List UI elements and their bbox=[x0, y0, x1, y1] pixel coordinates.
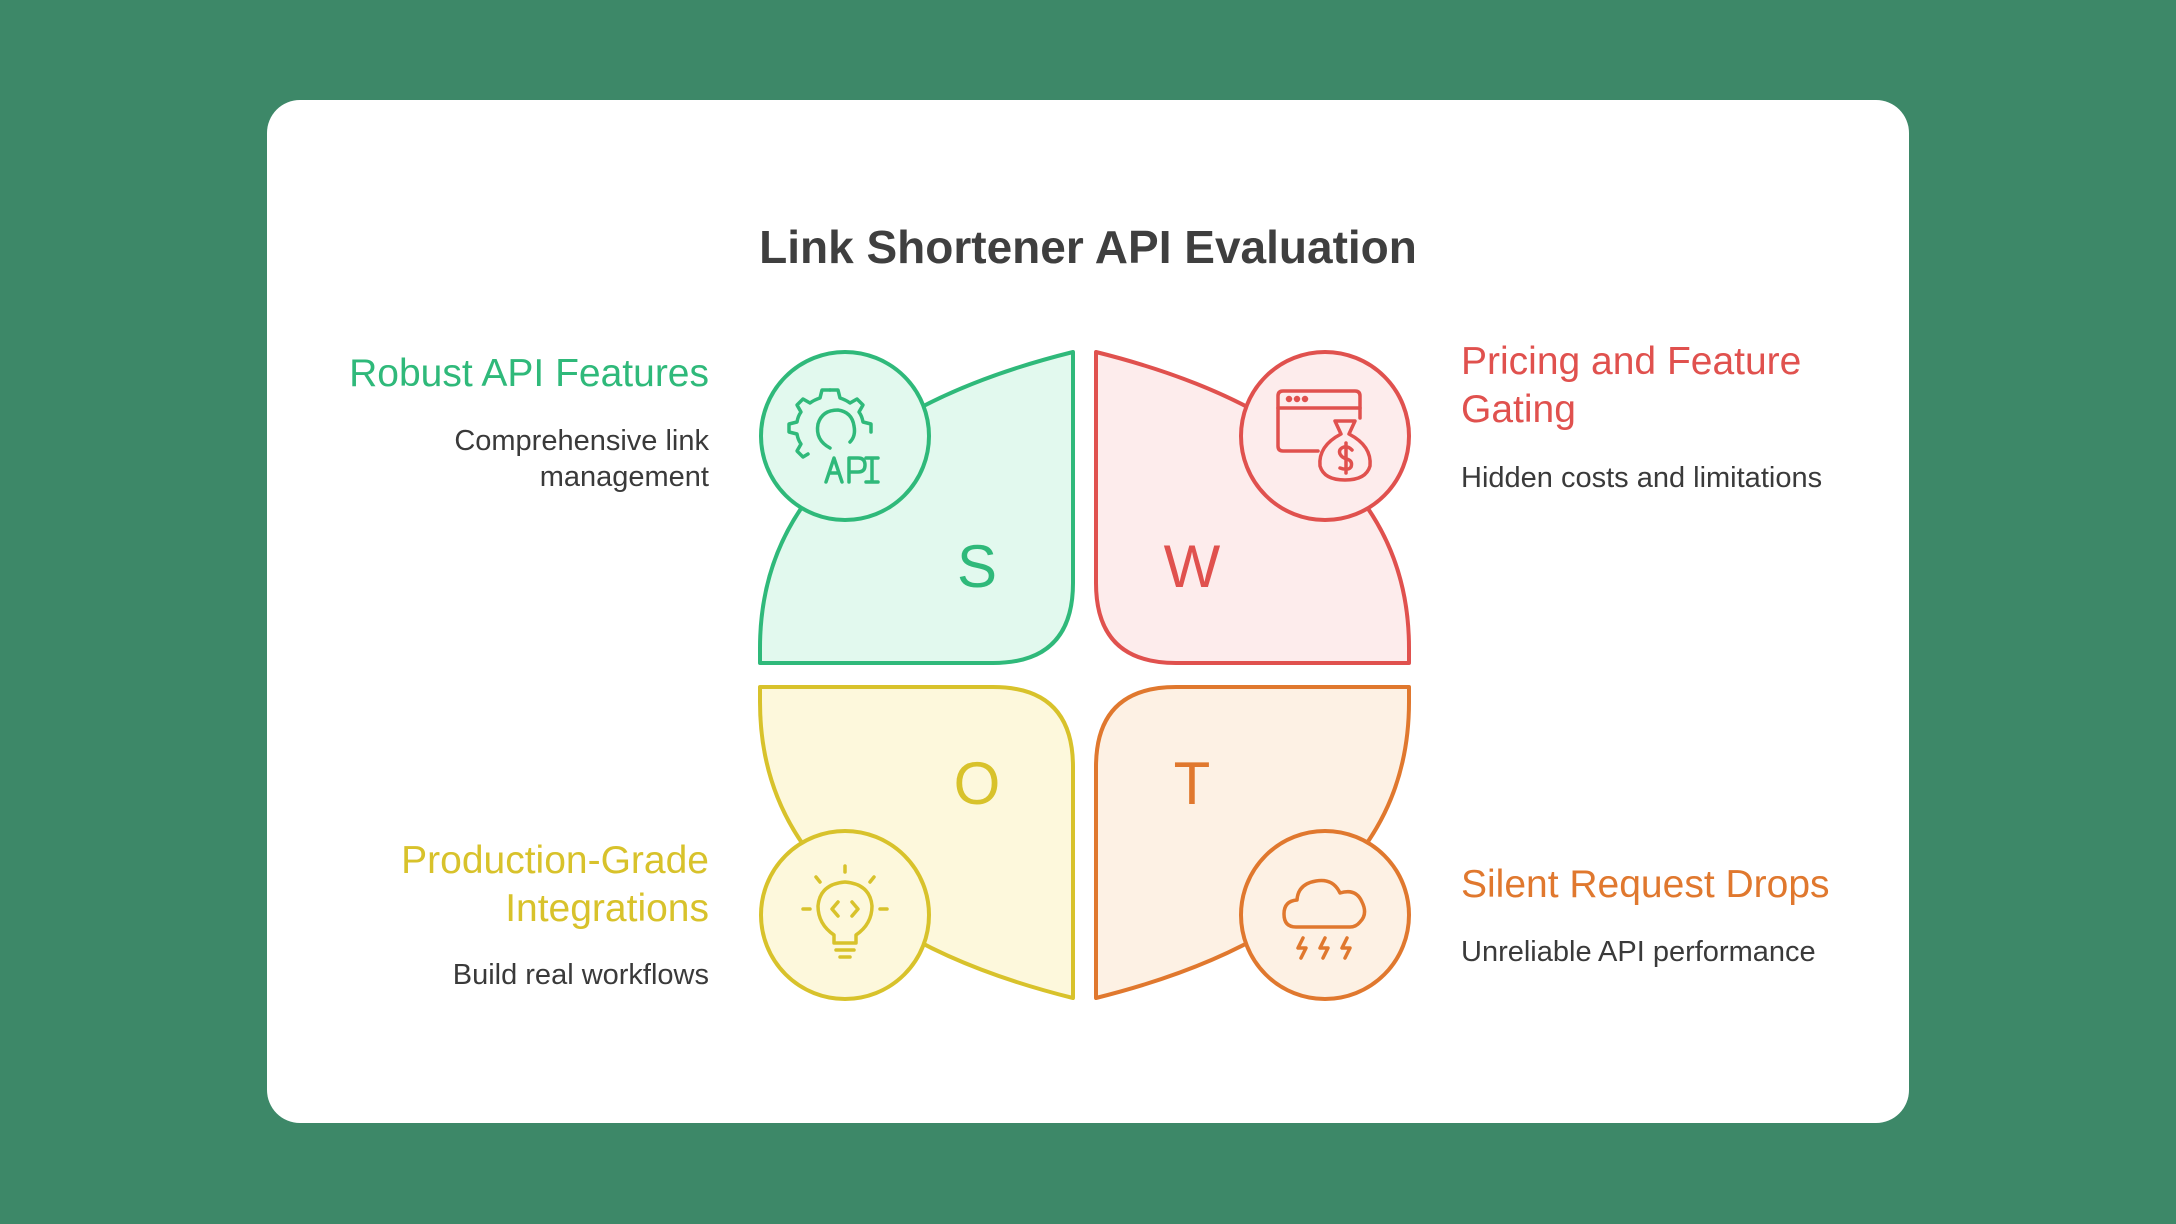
lightbulb-code-icon bbox=[759, 829, 931, 1001]
weakness-heading-line: Gating bbox=[1461, 388, 1576, 431]
threat-description: Unreliable API performance bbox=[1461, 936, 1816, 968]
strength-description: Comprehensive link management bbox=[267, 423, 709, 495]
opportunity-heading-line: Production-Grade bbox=[401, 839, 709, 882]
cloud-lightning-icon bbox=[1239, 829, 1411, 1001]
opportunity-description: Build real workflows bbox=[452, 959, 709, 991]
opportunity-petal bbox=[758, 685, 1075, 1000]
threat-petal bbox=[1094, 685, 1411, 1000]
strength-letter: S bbox=[957, 533, 997, 600]
weakness-heading-line: Pricing and Feature bbox=[1461, 340, 1802, 383]
diagram-card bbox=[267, 100, 1909, 1123]
threat-letter: T bbox=[1174, 750, 1211, 817]
weakness-petal bbox=[1094, 350, 1411, 665]
strength-description-line: Comprehensive link bbox=[454, 425, 709, 457]
threat-heading: Silent Request Drops bbox=[1461, 863, 1830, 906]
strength-heading: Robust API Features bbox=[349, 352, 709, 395]
weakness-description: Hidden costs and limitations bbox=[1461, 462, 1823, 494]
browser-money-bag-icon bbox=[1239, 350, 1411, 522]
strength-description-line: management bbox=[539, 461, 709, 493]
strength-petal bbox=[758, 350, 1075, 665]
weakness-letter: W bbox=[1164, 533, 1221, 600]
api-gear-icon bbox=[759, 350, 931, 522]
diagram-title: Link Shortener API Evaluation bbox=[759, 221, 1417, 273]
opportunity-heading-line: Integrations bbox=[505, 887, 709, 930]
opportunity-heading: Production-Grade Integrations bbox=[267, 837, 709, 933]
weakness-heading: Pricing and Feature Gating bbox=[1461, 338, 1901, 434]
opportunity-letter: O bbox=[954, 750, 1001, 817]
